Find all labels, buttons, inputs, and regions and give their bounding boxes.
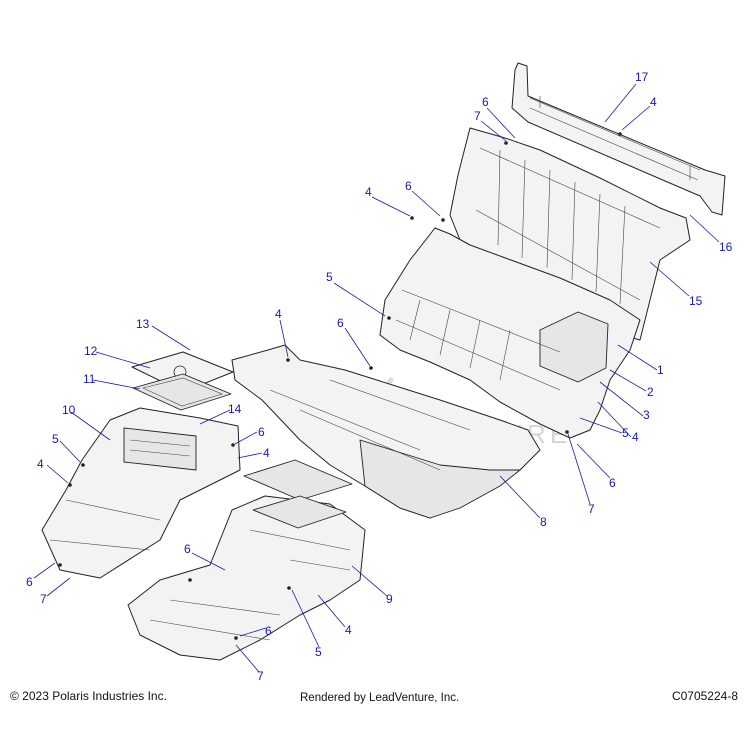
callout-4: 4	[275, 307, 282, 321]
part-8-center-tray	[231, 344, 541, 519]
callout-6: 6	[26, 575, 33, 589]
callout-11: 11	[83, 372, 96, 386]
callout-6: 6	[265, 624, 272, 638]
part-17-rear-rail	[511, 62, 726, 216]
callout-5: 5	[326, 270, 333, 284]
callout-4: 4	[263, 446, 270, 460]
callout-6: 6	[258, 425, 265, 439]
callout-4: 4	[37, 457, 44, 471]
callout-7: 7	[588, 502, 595, 516]
callouts: 17 6 4 7 6 4 16 15 5 6 4 13 12 11 1 2 3 …	[26, 70, 733, 683]
callout-6: 6	[405, 179, 412, 193]
callout-7: 7	[474, 109, 481, 123]
callout-4: 4	[365, 185, 372, 199]
callout-15: 15	[689, 294, 703, 308]
callout-9: 9	[386, 592, 393, 606]
callout-16: 16	[719, 240, 733, 254]
callout-6: 6	[184, 542, 191, 556]
callout-6: 6	[482, 95, 489, 109]
part-11-gasket	[132, 373, 232, 411]
copyright-text: © 2023 Polaris Industries Inc.	[10, 689, 167, 703]
callout-7: 7	[257, 669, 264, 683]
rendered-by-text: Rendered by LeadVenture, Inc.	[300, 692, 460, 704]
part-10-left-floor	[41, 407, 241, 579]
callout-4: 4	[345, 623, 352, 637]
callout-2: 2	[647, 385, 654, 399]
callout-10: 10	[62, 403, 76, 417]
callout-5: 5	[315, 645, 322, 659]
part-1-cargo-box	[379, 227, 641, 439]
callout-6: 6	[337, 316, 344, 330]
callout-14: 14	[228, 402, 242, 416]
callout-5: 5	[52, 432, 59, 446]
callout-8: 8	[540, 515, 547, 529]
callout-4: 4	[632, 430, 639, 444]
callout-3: 3	[643, 408, 650, 422]
callout-17: 17	[635, 70, 649, 84]
callout-4: 4	[650, 95, 657, 109]
fasteners	[58, 132, 622, 640]
callout-12: 12	[84, 344, 98, 358]
callout-7: 7	[40, 592, 47, 606]
part-9-right-floor	[127, 459, 366, 661]
callout-1: 1	[657, 363, 664, 377]
diagram-code: C0705224-8	[671, 689, 738, 703]
callout-5: 5	[622, 426, 629, 440]
callout-6: 6	[609, 476, 616, 490]
callout-13: 13	[136, 317, 150, 331]
callout-leaders	[33, 83, 720, 673]
